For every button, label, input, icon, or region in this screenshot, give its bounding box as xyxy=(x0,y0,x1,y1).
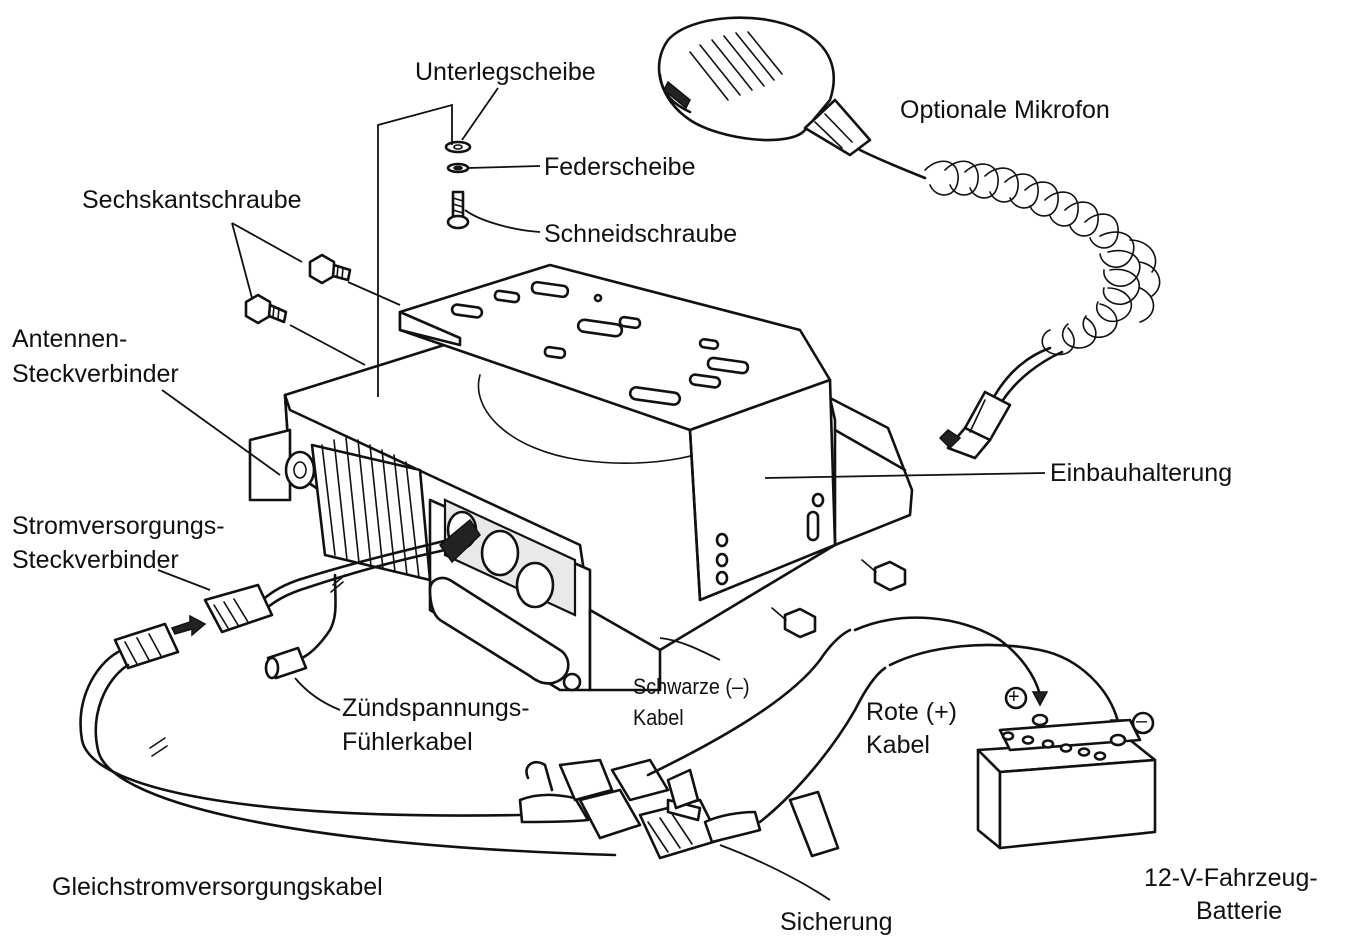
hex-screw-icon xyxy=(244,293,288,325)
label-antennen-line1: Antennen- xyxy=(12,325,128,353)
label-strom-line1: Stromversorgungs- xyxy=(12,512,225,540)
label-optionale-mikrofon: Optionale Mikrofon xyxy=(900,96,1110,124)
label-rote-line2: Kabel xyxy=(866,731,930,759)
label-einbauhalterung: Einbauhalterung xyxy=(1050,459,1233,487)
label-schwarze-line1: Schwarze (–) xyxy=(633,674,750,699)
label-batterie-line2: Batterie xyxy=(1196,897,1283,925)
car-battery-icon xyxy=(976,686,1157,850)
washer-icon xyxy=(444,140,472,154)
label-antennen-line2: Steckverbinder xyxy=(12,360,179,388)
label-rote-line1: Rote (+) xyxy=(866,698,958,726)
label-unterlegscheibe: Unterlegscheibe xyxy=(415,58,596,86)
label-sicherung: Sicherung xyxy=(780,908,893,936)
leader-lines xyxy=(157,87,1046,901)
screw-icon xyxy=(861,559,907,592)
label-batterie-line1: 12-V-Fahrzeug- xyxy=(1144,864,1318,892)
label-federscheibe: Federscheibe xyxy=(544,153,696,181)
microphone-icon xyxy=(657,16,1161,460)
radio-pigtail-cable xyxy=(258,518,481,664)
label-schneidschraube: Schneidschraube xyxy=(544,220,738,248)
label-zuend-line2: Fühlerkabel xyxy=(342,728,473,756)
tapping-screw-icon xyxy=(446,190,470,230)
label-strom-line2: Steckverbinder xyxy=(12,546,179,574)
screw-icon xyxy=(771,607,817,639)
ignition-sense-connector-icon xyxy=(264,646,308,680)
plus-terminal-sign: + xyxy=(1008,686,1020,708)
mounting-bracket-icon xyxy=(398,263,837,602)
hex-screw-icon xyxy=(308,253,352,285)
label-sechskantschraube: Sechskantschraube xyxy=(82,186,302,214)
label-schwarze-line2: Kabel xyxy=(633,705,684,730)
power-connector-icon xyxy=(203,583,274,634)
spring-washer-icon xyxy=(446,162,470,174)
minus-terminal-sign: – xyxy=(1136,710,1148,732)
label-gleichstrom: Gleichstromversorgungskabel xyxy=(52,873,383,901)
power-connector-icon xyxy=(113,622,180,670)
label-zuend-line1: Zündspannungs- xyxy=(342,694,530,722)
